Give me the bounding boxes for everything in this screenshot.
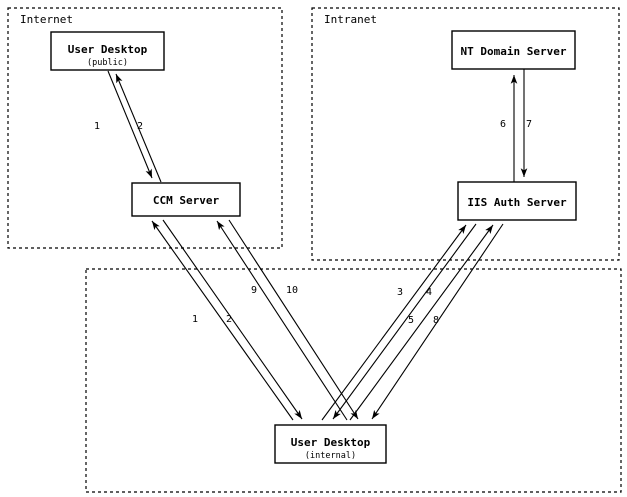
- node-iis-auth-server-title: IIS Auth Server: [467, 196, 567, 209]
- node-ccm-server-box[interactable]: [131, 182, 241, 217]
- connection-flow-1b: [151, 220, 294, 421]
- node-ccm-server[interactable]: CCM Server: [131, 182, 241, 217]
- node-user-desktop-public[interactable]: User Desktop (public): [50, 31, 165, 71]
- flow-label-3: 3: [397, 287, 403, 298]
- flow-label-6: 6: [500, 119, 506, 130]
- zone-intranet-label: Intranet: [324, 13, 377, 26]
- flow-label-9: 9: [251, 285, 257, 296]
- node-user-desktop-internal-subtitle: (internal): [305, 451, 356, 461]
- flow-label-1: 1: [94, 121, 100, 132]
- flow-label-2b: 2: [226, 314, 232, 325]
- connection-flow-2: [115, 73, 162, 183]
- node-iis-auth-server-box[interactable]: [457, 181, 577, 221]
- connection-flow-3: [321, 224, 467, 421]
- zone-internet: Internet: [7, 7, 283, 249]
- connection-flow-8: [371, 223, 504, 420]
- node-user-desktop-public-subtitle: (public): [87, 58, 128, 68]
- node-user-desktop-public-box[interactable]: [50, 31, 165, 71]
- zone-intranet: Intranet: [311, 7, 620, 261]
- node-nt-domain-server-box[interactable]: [451, 30, 576, 70]
- flow-label-2: 2: [137, 121, 143, 132]
- node-nt-domain-server[interactable]: NT Domain Server: [451, 30, 576, 70]
- node-user-desktop-internal-title: User Desktop: [291, 436, 371, 449]
- connection-flow-5: [349, 224, 494, 421]
- node-ccm-server-title: CCM Server: [153, 194, 220, 207]
- flow-label-7: 7: [526, 119, 532, 130]
- node-iis-auth-server[interactable]: IIS Auth Server: [457, 181, 577, 221]
- node-user-desktop-internal[interactable]: User Desktop (internal): [274, 424, 387, 464]
- connection-flow-4: [332, 223, 477, 420]
- node-user-desktop-public-title: User Desktop: [68, 43, 148, 56]
- flow-label-8: 8: [433, 315, 439, 326]
- connection-flow-2b: [162, 219, 303, 420]
- zone-internal: [85, 268, 622, 493]
- flow-label-10: 10: [286, 285, 298, 296]
- zone-internet-label: Internet: [20, 13, 73, 26]
- flow-label-1b: 1: [192, 314, 198, 325]
- node-user-desktop-internal-box[interactable]: [274, 424, 387, 464]
- node-nt-domain-server-title: NT Domain Server: [461, 45, 567, 58]
- zone-internet-border: [7, 7, 283, 249]
- connection-flow-10: [228, 219, 359, 420]
- zone-internal-border: [85, 268, 622, 493]
- flow-label-5: 5: [408, 315, 414, 326]
- connection-flow-9: [216, 220, 348, 421]
- flow-label-4: 4: [426, 287, 432, 298]
- zone-intranet-border: [311, 7, 620, 261]
- connection-flow-1: [107, 70, 153, 179]
